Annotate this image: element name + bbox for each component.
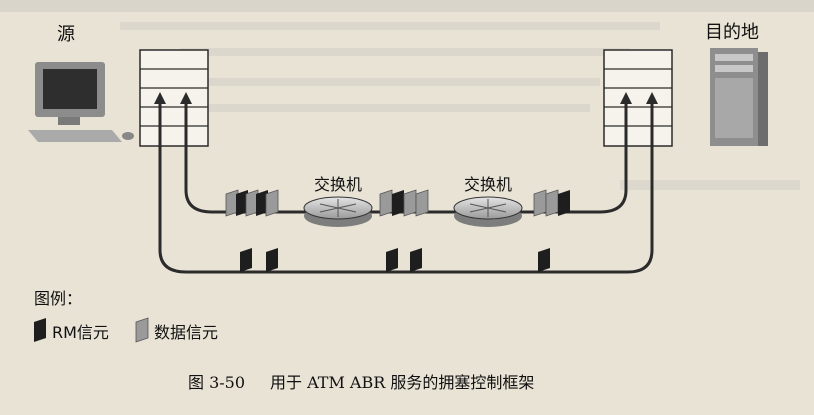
data-cells-group-1 (225, 189, 279, 217)
destination-protocol-stack (603, 49, 673, 147)
switch-2 (453, 196, 523, 227)
data-cells-group-2 (379, 189, 429, 217)
rm-feedback-path (158, 100, 654, 274)
rm-cells-feedback (240, 248, 550, 272)
source-protocol-stack (139, 49, 209, 147)
rm-cell-icon (34, 318, 46, 342)
legend-title: 图例： (34, 289, 82, 308)
figure-title: 用于 ATM ABR 服务的拥塞控制框架 (270, 373, 534, 392)
switch-1-label: 交换机 (314, 175, 362, 194)
switch-2-label: 交换机 (464, 175, 512, 194)
destination-label: 目的地 (705, 22, 759, 43)
figure-number: 图 3-50 (188, 373, 245, 392)
data-cells-group-3 (533, 189, 570, 217)
background-texture (0, 0, 814, 190)
legend-data-label: 数据信元 (154, 323, 218, 342)
server-tower-icon (710, 48, 768, 146)
data-cell-icon (135, 317, 149, 343)
computer-icon (28, 62, 134, 142)
arrow-up-icon (154, 92, 658, 104)
switch-1 (303, 196, 373, 227)
source-label: 源 (57, 24, 75, 45)
legend-rm-label: RM信元 (52, 323, 109, 342)
